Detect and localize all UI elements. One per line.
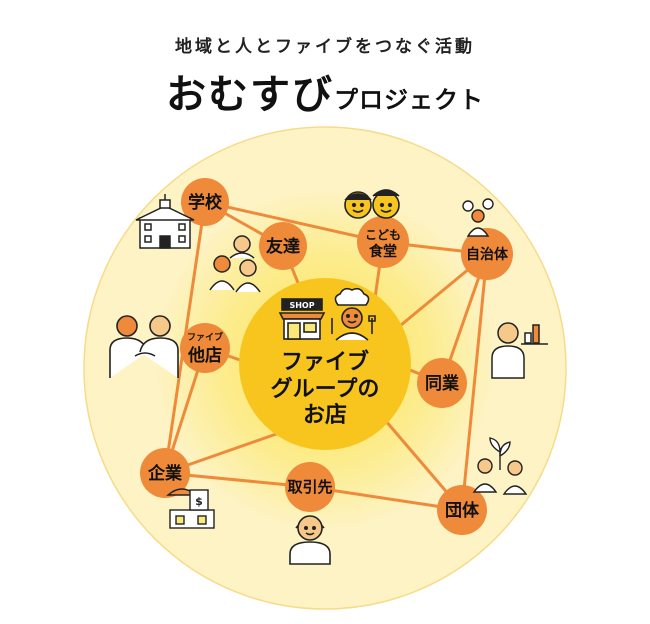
title-sub: プロジェクト: [334, 86, 484, 114]
node-school-label: 学校: [188, 192, 223, 213]
node-company-label: 企業: [147, 463, 182, 484]
node-local-gov: [461, 228, 513, 280]
plant-people-icon: [472, 437, 528, 495]
school-building-icon: [135, 194, 195, 249]
node-school: [181, 178, 229, 226]
supplier-person-icon: [289, 515, 331, 565]
center-line2: グループの: [271, 376, 380, 402]
title-main: おむすび: [166, 72, 334, 118]
node-organization: [437, 485, 487, 535]
link-school-kids: [203, 200, 385, 244]
header-subtitle: 地域と人とファイブをつなぐ活動: [175, 37, 475, 57]
node-friends-label: 友達: [266, 236, 300, 257]
svg-text:$: $: [195, 495, 203, 508]
node-kids-label-1: こども: [365, 228, 401, 242]
kids-faces-icon: [344, 189, 400, 219]
node-kids-cafeteria: [357, 216, 409, 268]
friends-group-icon: [209, 235, 261, 293]
header-title: おむすびプロジェクト: [0, 62, 650, 120]
shop-sign-text: SHOP: [289, 301, 314, 310]
node-other-store-label-2: 他店: [187, 345, 222, 366]
node-supplier-label: 取引先: [287, 478, 332, 496]
node-same-industry-label: 同業: [425, 373, 459, 394]
node-same-industry: [417, 358, 467, 408]
link-gov-org: [460, 252, 489, 512]
shop-icon: SHOP: [278, 298, 326, 340]
node-kids-label-2: 食堂: [369, 243, 397, 260]
node-other-store: [180, 323, 230, 373]
handshake-icon: [109, 315, 179, 378]
node-other-store-label-1: ファイブ: [187, 331, 223, 343]
community-people-icon: [462, 198, 494, 237]
bank-building-icon: $: [166, 488, 215, 529]
chef-icon: [331, 287, 376, 341]
link-supplier-org: [308, 485, 464, 512]
node-company: [140, 448, 190, 498]
node-friends: [259, 222, 307, 270]
center-line1: ファイブ: [281, 349, 369, 375]
node-organization-label: 団体: [445, 500, 480, 521]
node-local-gov-label: 自治体: [466, 246, 509, 263]
node-supplier: [285, 462, 335, 512]
waiter-icon: [491, 322, 548, 379]
center-circle: [239, 278, 411, 450]
center-line3: お店: [303, 403, 347, 428]
